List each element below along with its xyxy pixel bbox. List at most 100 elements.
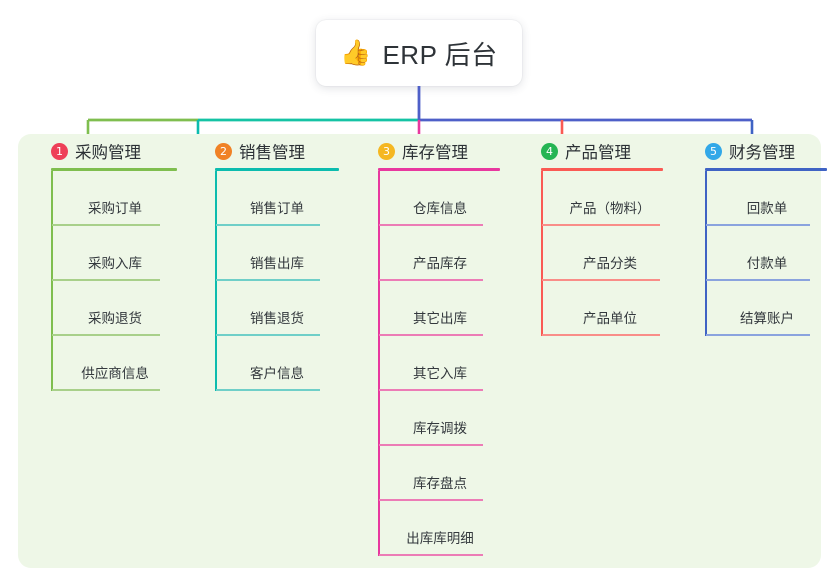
group-item-rule [216, 334, 320, 336]
group-spine [215, 171, 217, 391]
group-item-rule [542, 334, 660, 336]
group-item-rule [379, 499, 483, 501]
group-columns: 1 采购管理采购订单采购入库采购退货供应商信息 2 销售管理销售订单销售出库销售退货客… [18, 134, 827, 568]
thumbs-up-icon: 👍 [340, 38, 372, 67]
group-item-label: 其它出库 [413, 311, 467, 326]
group-item[interactable]: 采购退货 [52, 281, 160, 336]
group-header-5[interactable]: 5 财务管理 [694, 134, 827, 168]
group-header-rule [215, 168, 339, 171]
group-item[interactable]: 客户信息 [216, 336, 320, 391]
group-number-badge: 3 [378, 142, 395, 160]
group-item-label: 库存调拨 [413, 421, 467, 436]
group-title: 产品管理 [565, 144, 631, 162]
group-header-1[interactable]: 1 采购管理 [40, 134, 177, 168]
group-item-list: 产品（物料） 产品分类产品单位 [541, 171, 663, 336]
group-title: 采购管理 [75, 144, 141, 162]
group-item-label: 库存盘点 [413, 476, 467, 491]
group-header-2[interactable]: 2 销售管理 [204, 134, 339, 168]
group-item-rule [379, 279, 483, 281]
group-header-rule [705, 168, 827, 171]
group-item[interactable]: 其它入库 [379, 336, 483, 391]
group-item[interactable]: 采购订单 [52, 171, 160, 226]
group-title: 财务管理 [729, 144, 795, 162]
group-item[interactable]: 回款单 [706, 171, 810, 226]
group-item[interactable]: 结算账户 [706, 281, 810, 336]
group-item-rule [379, 389, 483, 391]
group-item-label: 客户信息 [250, 366, 304, 381]
group-item-rule [216, 224, 320, 226]
group-item[interactable]: 销售退货 [216, 281, 320, 336]
root-node-title: ERP 后台 [382, 39, 498, 70]
group-item-label: 采购订单 [88, 201, 142, 216]
group-item-rule [379, 554, 483, 556]
group-item[interactable]: 产品单位 [542, 281, 660, 336]
group-item-rule [542, 224, 660, 226]
group-item-rule [52, 334, 160, 336]
group-column-5: 5 财务管理回款单付款单结算账户 [694, 134, 827, 336]
group-spine [378, 171, 380, 556]
group-number-badge: 2 [215, 142, 232, 160]
root-node-card[interactable]: 👍 ERP 后台 [316, 20, 522, 86]
group-header-rule [541, 168, 663, 171]
group-item[interactable]: 库存调拨 [379, 391, 483, 446]
group-item-rule [706, 224, 810, 226]
group-item[interactable]: 付款单 [706, 226, 810, 281]
group-item-rule [216, 279, 320, 281]
group-item[interactable]: 其它出库 [379, 281, 483, 336]
group-item-label: 销售出库 [250, 256, 304, 271]
group-column-1: 1 采购管理采购订单采购入库采购退货供应商信息 [40, 134, 177, 391]
group-item[interactable]: 出库库明细 [379, 501, 483, 556]
group-item-rule [52, 389, 160, 391]
group-item-list: 采购订单采购入库采购退货供应商信息 [51, 171, 177, 391]
group-item-rule [706, 334, 810, 336]
group-number-badge: 4 [541, 142, 558, 160]
group-item[interactable]: 销售订单 [216, 171, 320, 226]
groups-panel [18, 134, 821, 568]
group-item-label: 产品分类 [583, 256, 637, 271]
group-header-4[interactable]: 4 产品管理 [530, 134, 663, 168]
group-item-label: 付款单 [746, 256, 788, 271]
group-item-label: 产品单位 [583, 311, 637, 326]
group-item-label: 产品库存 [413, 256, 467, 271]
group-item-rule [52, 224, 160, 226]
group-item-label: 销售退货 [250, 311, 304, 326]
group-item-rule [379, 444, 483, 446]
group-item-label: 采购退货 [88, 311, 142, 326]
group-item-label: 产品（物料） [569, 201, 651, 216]
group-column-4: 4 产品管理产品（物料） 产品分类产品单位 [530, 134, 663, 336]
group-item-rule [706, 279, 810, 281]
group-number-badge: 5 [705, 142, 722, 160]
group-item-rule [379, 224, 483, 226]
group-item[interactable]: 产品库存 [379, 226, 483, 281]
group-item[interactable]: 销售出库 [216, 226, 320, 281]
group-number-badge: 1 [51, 142, 68, 160]
group-spine [541, 171, 543, 336]
group-item-rule [216, 389, 320, 391]
group-item-label: 销售订单 [250, 201, 304, 216]
group-item[interactable]: 产品（物料） [542, 171, 660, 226]
group-item[interactable]: 供应商信息 [52, 336, 160, 391]
group-item-list: 销售订单销售出库销售退货客户信息 [215, 171, 339, 391]
group-title: 销售管理 [239, 144, 305, 162]
group-column-2: 2 销售管理销售订单销售出库销售退货客户信息 [204, 134, 339, 391]
group-item-label: 其它入库 [413, 366, 467, 381]
group-item-label: 结算账户 [740, 311, 794, 326]
group-spine [51, 171, 53, 391]
group-item-list: 回款单付款单结算账户 [705, 171, 827, 336]
group-item-label: 出库库明细 [406, 531, 474, 546]
group-item-label: 仓库信息 [413, 201, 467, 216]
group-header-rule [51, 168, 177, 171]
group-item-label: 供应商信息 [81, 366, 149, 381]
group-item-rule [542, 279, 660, 281]
group-header-rule [378, 168, 500, 171]
group-item[interactable]: 产品分类 [542, 226, 660, 281]
group-spine [705, 171, 707, 336]
group-item-rule [52, 279, 160, 281]
group-item-rule [379, 334, 483, 336]
group-item[interactable]: 仓库信息 [379, 171, 483, 226]
group-item[interactable]: 库存盘点 [379, 446, 483, 501]
group-item[interactable]: 采购入库 [52, 226, 160, 281]
